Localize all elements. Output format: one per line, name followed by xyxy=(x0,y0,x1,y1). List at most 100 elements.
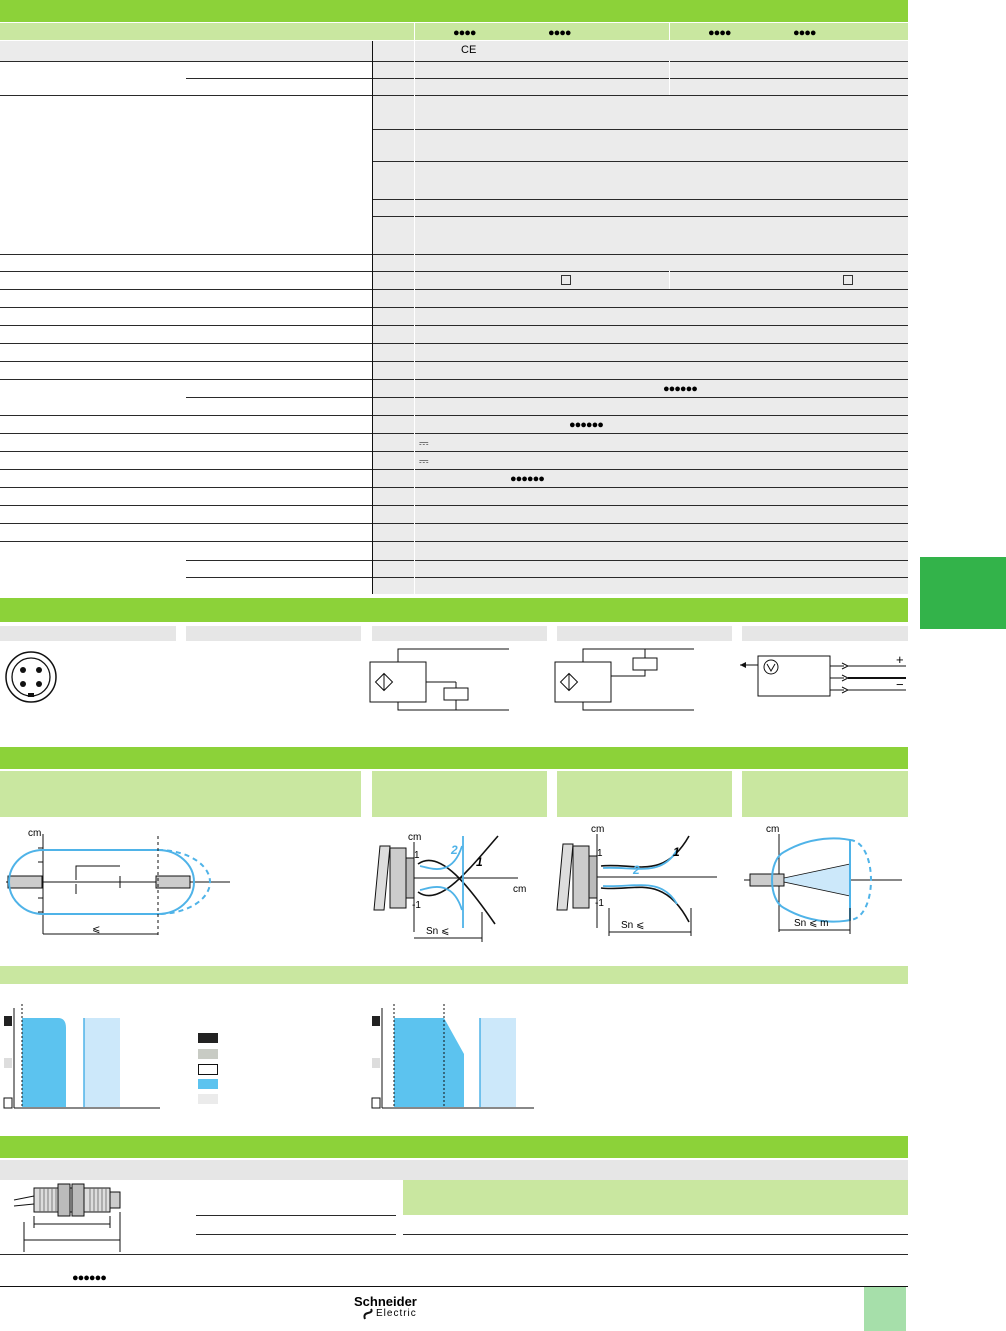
ce-mark: CE xyxy=(461,44,477,56)
table-row-line xyxy=(0,469,908,470)
table-row-line xyxy=(186,78,908,79)
curve-heading-2 xyxy=(372,771,547,817)
curve2-unit-right: cm xyxy=(513,884,526,895)
table-row-line xyxy=(0,325,908,326)
dc-symbol-2: ⎓ xyxy=(419,454,429,468)
wiring-minus-label: − xyxy=(896,677,904,692)
operating-zone-bar xyxy=(0,966,908,984)
page-number-box xyxy=(864,1287,906,1331)
header-code-b1: ●●●● xyxy=(708,27,732,39)
table-row-line xyxy=(0,254,908,255)
curve-heading-1 xyxy=(0,771,361,817)
legend-swatch-blue xyxy=(198,1079,218,1089)
connections-section-bar xyxy=(0,598,908,622)
table-row-line xyxy=(372,161,908,162)
brand-logo-icon xyxy=(363,1308,373,1320)
table-row-line xyxy=(0,415,908,416)
curve4-unit-label: cm xyxy=(766,824,779,835)
curve4-sn-label: Sn ⩽ m xyxy=(794,918,829,929)
table-row-line xyxy=(0,61,908,62)
curve2-tick-neg: -1 xyxy=(412,900,421,911)
curve3-label-1: 1 xyxy=(673,845,680,859)
table-row-line xyxy=(0,433,908,434)
wiring-plus-label: + xyxy=(896,652,904,667)
dimensions-row-line xyxy=(403,1234,908,1235)
spec-table-grey-area xyxy=(372,41,908,594)
header-code-b2: ●●●● xyxy=(793,27,817,39)
top-header-bar xyxy=(0,0,908,22)
wiring-diagram-load-low xyxy=(369,648,509,711)
legend-swatch-pale xyxy=(198,1094,218,1104)
table-col-divider xyxy=(669,61,670,95)
table-row-line xyxy=(372,199,908,200)
operating-zone-chart-a xyxy=(3,1004,160,1109)
curve-heading-3 xyxy=(557,771,732,817)
footer-masked-code: ●●●●●● xyxy=(72,1272,107,1284)
output-symbol-b xyxy=(843,275,853,285)
column-header-divider xyxy=(669,23,670,40)
curve3-tick-neg: -1 xyxy=(595,898,604,909)
brand-wordmark: Schneider xyxy=(354,1294,417,1309)
curve3-unit-label: cm xyxy=(591,824,604,835)
connection-tab-4 xyxy=(557,626,732,641)
curve2-label-2: 2 xyxy=(450,843,458,857)
table-row-line xyxy=(0,307,908,308)
brand-wordmark-sub: Electric xyxy=(376,1308,417,1319)
table-masked-code-2: ●●●●●● xyxy=(569,419,604,431)
table-row-line xyxy=(0,523,908,524)
dimensions-row-line xyxy=(196,1234,396,1235)
connection-tab-2 xyxy=(186,626,361,641)
header-code-a1: ●●●● xyxy=(453,27,477,39)
side-section-tab xyxy=(920,557,1006,629)
curve2-label-1: 1 xyxy=(476,855,483,869)
operating-zone-chart-b xyxy=(371,1004,534,1109)
table-col-divider xyxy=(372,41,373,594)
table-row-line xyxy=(0,95,908,96)
wiring-diagram-three-wire xyxy=(740,655,906,697)
dimensions-bar xyxy=(0,1136,908,1158)
curve2-unit-label: cm xyxy=(408,832,421,843)
table-row-line xyxy=(0,289,908,290)
wiring-diagram-load-high xyxy=(554,648,694,711)
curve1-unit-label: cm xyxy=(28,828,41,839)
curve2-sn-label: Sn ⩽ xyxy=(426,926,449,937)
dimensions-row-line xyxy=(196,1215,396,1216)
table-col-divider xyxy=(669,271,670,289)
dc-symbol-1: ⎓ xyxy=(419,436,429,450)
table-row-line xyxy=(372,129,908,130)
table-masked-code-3: ●●●●●● xyxy=(510,473,545,485)
legend-swatch-black xyxy=(198,1033,218,1043)
footer-rule xyxy=(0,1286,908,1287)
table-row-line xyxy=(0,343,908,344)
curve1-le-symbol: ⩽ xyxy=(92,924,100,935)
table-row-line xyxy=(186,560,908,561)
detection-curve-reflex-a: cm 1 -1 2 1 cm Sn ⩽ xyxy=(373,832,526,942)
table-row-line xyxy=(0,379,908,380)
table-row-line xyxy=(0,541,908,542)
table-row-line xyxy=(0,487,908,488)
table-masked-code-1: ●●●●●● xyxy=(663,383,698,395)
sensor-dimension-drawing xyxy=(13,1183,121,1252)
column-header-bar xyxy=(0,23,908,40)
detection-curve-through-beam: cm ⩽ xyxy=(6,828,230,938)
detection-curve-diffuse: cm Sn ⩽ m xyxy=(744,824,902,934)
dimensions-value-header xyxy=(403,1180,908,1215)
table-col-divider xyxy=(414,41,415,594)
connector-pinout-icon xyxy=(5,651,57,703)
dimensions-row-line xyxy=(0,1254,908,1255)
table-row-line xyxy=(0,271,908,272)
legend-swatch-white xyxy=(198,1064,218,1075)
table-row-line xyxy=(186,397,908,398)
table-row-line xyxy=(0,361,908,362)
connection-tab-5 xyxy=(742,626,908,641)
curve2-tick-pos: 1 xyxy=(414,850,420,861)
table-row-line xyxy=(372,216,908,217)
detection-curves-bar xyxy=(0,747,908,769)
spec-table-first-row xyxy=(0,41,372,61)
header-code-a2: ●●●● xyxy=(548,27,572,39)
dimensions-subheader xyxy=(0,1160,908,1180)
connection-tab-3 xyxy=(372,626,547,641)
output-symbol-a xyxy=(561,275,571,285)
table-row-line xyxy=(0,451,908,452)
table-row-line xyxy=(186,577,908,578)
